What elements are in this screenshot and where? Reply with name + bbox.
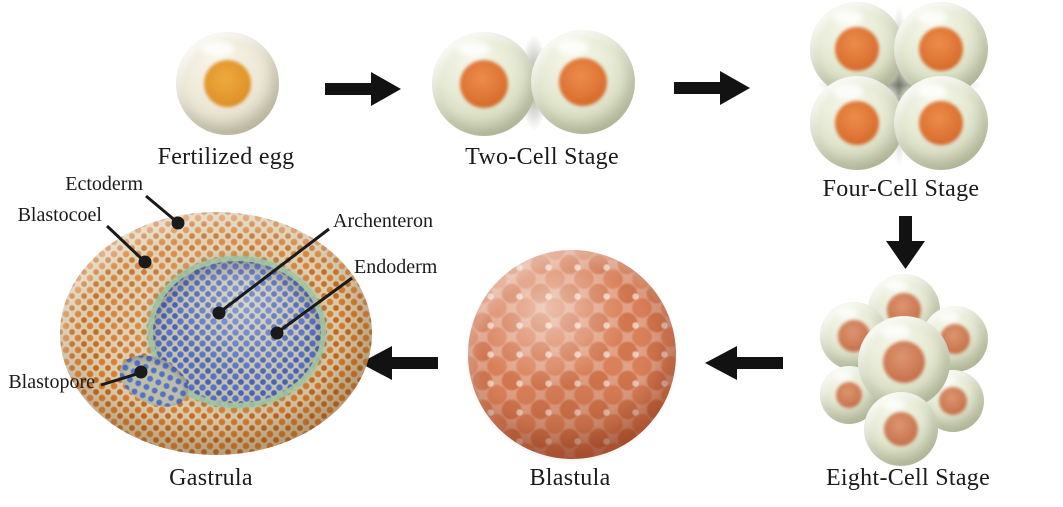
annotation-archenteron: Archenteron <box>333 210 433 232</box>
annotation-ectoderm: Ectoderm <box>65 173 143 195</box>
eight-cell-figure <box>818 272 990 468</box>
blastula-figure <box>468 250 676 459</box>
blastomere <box>894 2 988 96</box>
annotation-endoderm: Endoderm <box>354 256 438 278</box>
egg-yolk <box>203 59 252 108</box>
four-cell-figure <box>810 2 988 170</box>
arrow-right-two-cell-to-four-cell-icon <box>674 71 750 105</box>
blastomere <box>864 392 938 466</box>
cell-nucleus <box>919 27 963 71</box>
arrow-down-four-cell-to-eight-cell-icon <box>886 216 925 269</box>
blastomere <box>894 76 988 170</box>
stage-label-four-cell: Four-Cell Stage <box>822 176 980 202</box>
annotation-blastocoel: Blastocoel <box>17 204 102 226</box>
egg-membrane <box>176 32 279 135</box>
annotation-blastopore: Blastopore <box>8 371 95 393</box>
cell-nucleus <box>835 381 863 409</box>
cell-nucleus <box>835 27 879 71</box>
gastrula-figure <box>60 212 372 455</box>
stage-label-gastrula: Gastrula <box>169 465 253 491</box>
cell-nucleus <box>882 340 926 384</box>
two-cell-figure <box>432 30 635 136</box>
fertilized-egg-figure <box>176 32 279 135</box>
stage-label-eight-cell: Eight-Cell Stage <box>825 465 991 491</box>
cell-nucleus <box>919 101 963 145</box>
cell-nucleus <box>883 411 918 446</box>
stage-label-blastula: Blastula <box>529 465 611 491</box>
blastomere <box>810 76 904 170</box>
blastomere <box>858 316 950 408</box>
arrow-right-egg-to-two-cell-icon <box>325 72 401 106</box>
cell-nucleus <box>938 386 968 416</box>
cell-nucleus <box>835 101 879 145</box>
cell-nucleus <box>559 58 607 106</box>
arrow-left-blastula-to-gastrula-icon <box>360 346 438 380</box>
blastomere <box>432 32 536 136</box>
stage-label-fertilized-egg: Fertilized egg <box>157 144 295 170</box>
blastomere <box>531 30 635 134</box>
arrow-left-eight-cell-to-blastula-icon <box>705 346 783 380</box>
cell-nucleus <box>460 60 508 108</box>
blastomere <box>810 2 904 96</box>
stage-label-two-cell: Two-Cell Stage <box>465 144 619 170</box>
